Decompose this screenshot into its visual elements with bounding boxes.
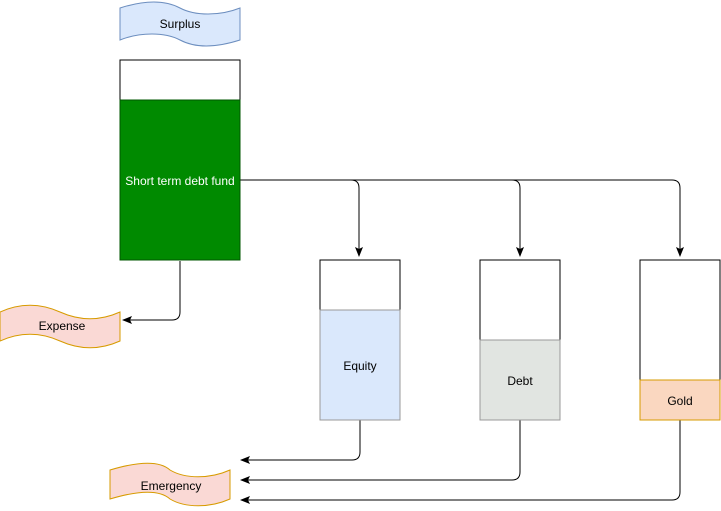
- debt-to-emergency-arrow: [240, 420, 521, 484]
- debt-label: Debt: [507, 374, 533, 388]
- expense-label: Expense: [39, 319, 86, 333]
- fund-label: Short term debt fund: [125, 174, 234, 188]
- gold-container: Gold: [639, 259, 721, 421]
- equity-to-emergency-arrow: [240, 420, 361, 464]
- expense-tape: Expense: [0, 304, 121, 349]
- surplus-tape: Surplus: [119, 1, 241, 47]
- surplus-label: Surplus: [160, 17, 201, 31]
- expense-tape-shape: [0, 304, 121, 349]
- fund-to-debt-arrow: [351, 179, 524, 257]
- fund-to-equity-arrow: [240, 179, 363, 257]
- emergency-tape: Emergency: [109, 462, 231, 507]
- connectors: [122, 179, 684, 504]
- equity-container: Equity: [319, 259, 401, 421]
- equity-container-fill: [319, 309, 401, 421]
- equity-label: Equity: [343, 359, 376, 373]
- short-term-debt-fund-container: Short term debt fund: [119, 59, 241, 261]
- fund-to-expense-arrow: [122, 261, 181, 324]
- gold-container-fill: [639, 379, 721, 421]
- emergency-label: Emergency: [141, 479, 202, 493]
- gold-to-emergency-arrow: [240, 420, 681, 504]
- surplus-tape-shape: [119, 1, 241, 47]
- debt-container-fill: [479, 339, 561, 421]
- fund-container-fill: [119, 99, 241, 261]
- gold-label: Gold: [667, 394, 692, 408]
- emergency-tape-shape: [109, 462, 231, 507]
- debt-container: Debt: [479, 259, 561, 421]
- fund-to-gold-arrow: [512, 179, 684, 257]
